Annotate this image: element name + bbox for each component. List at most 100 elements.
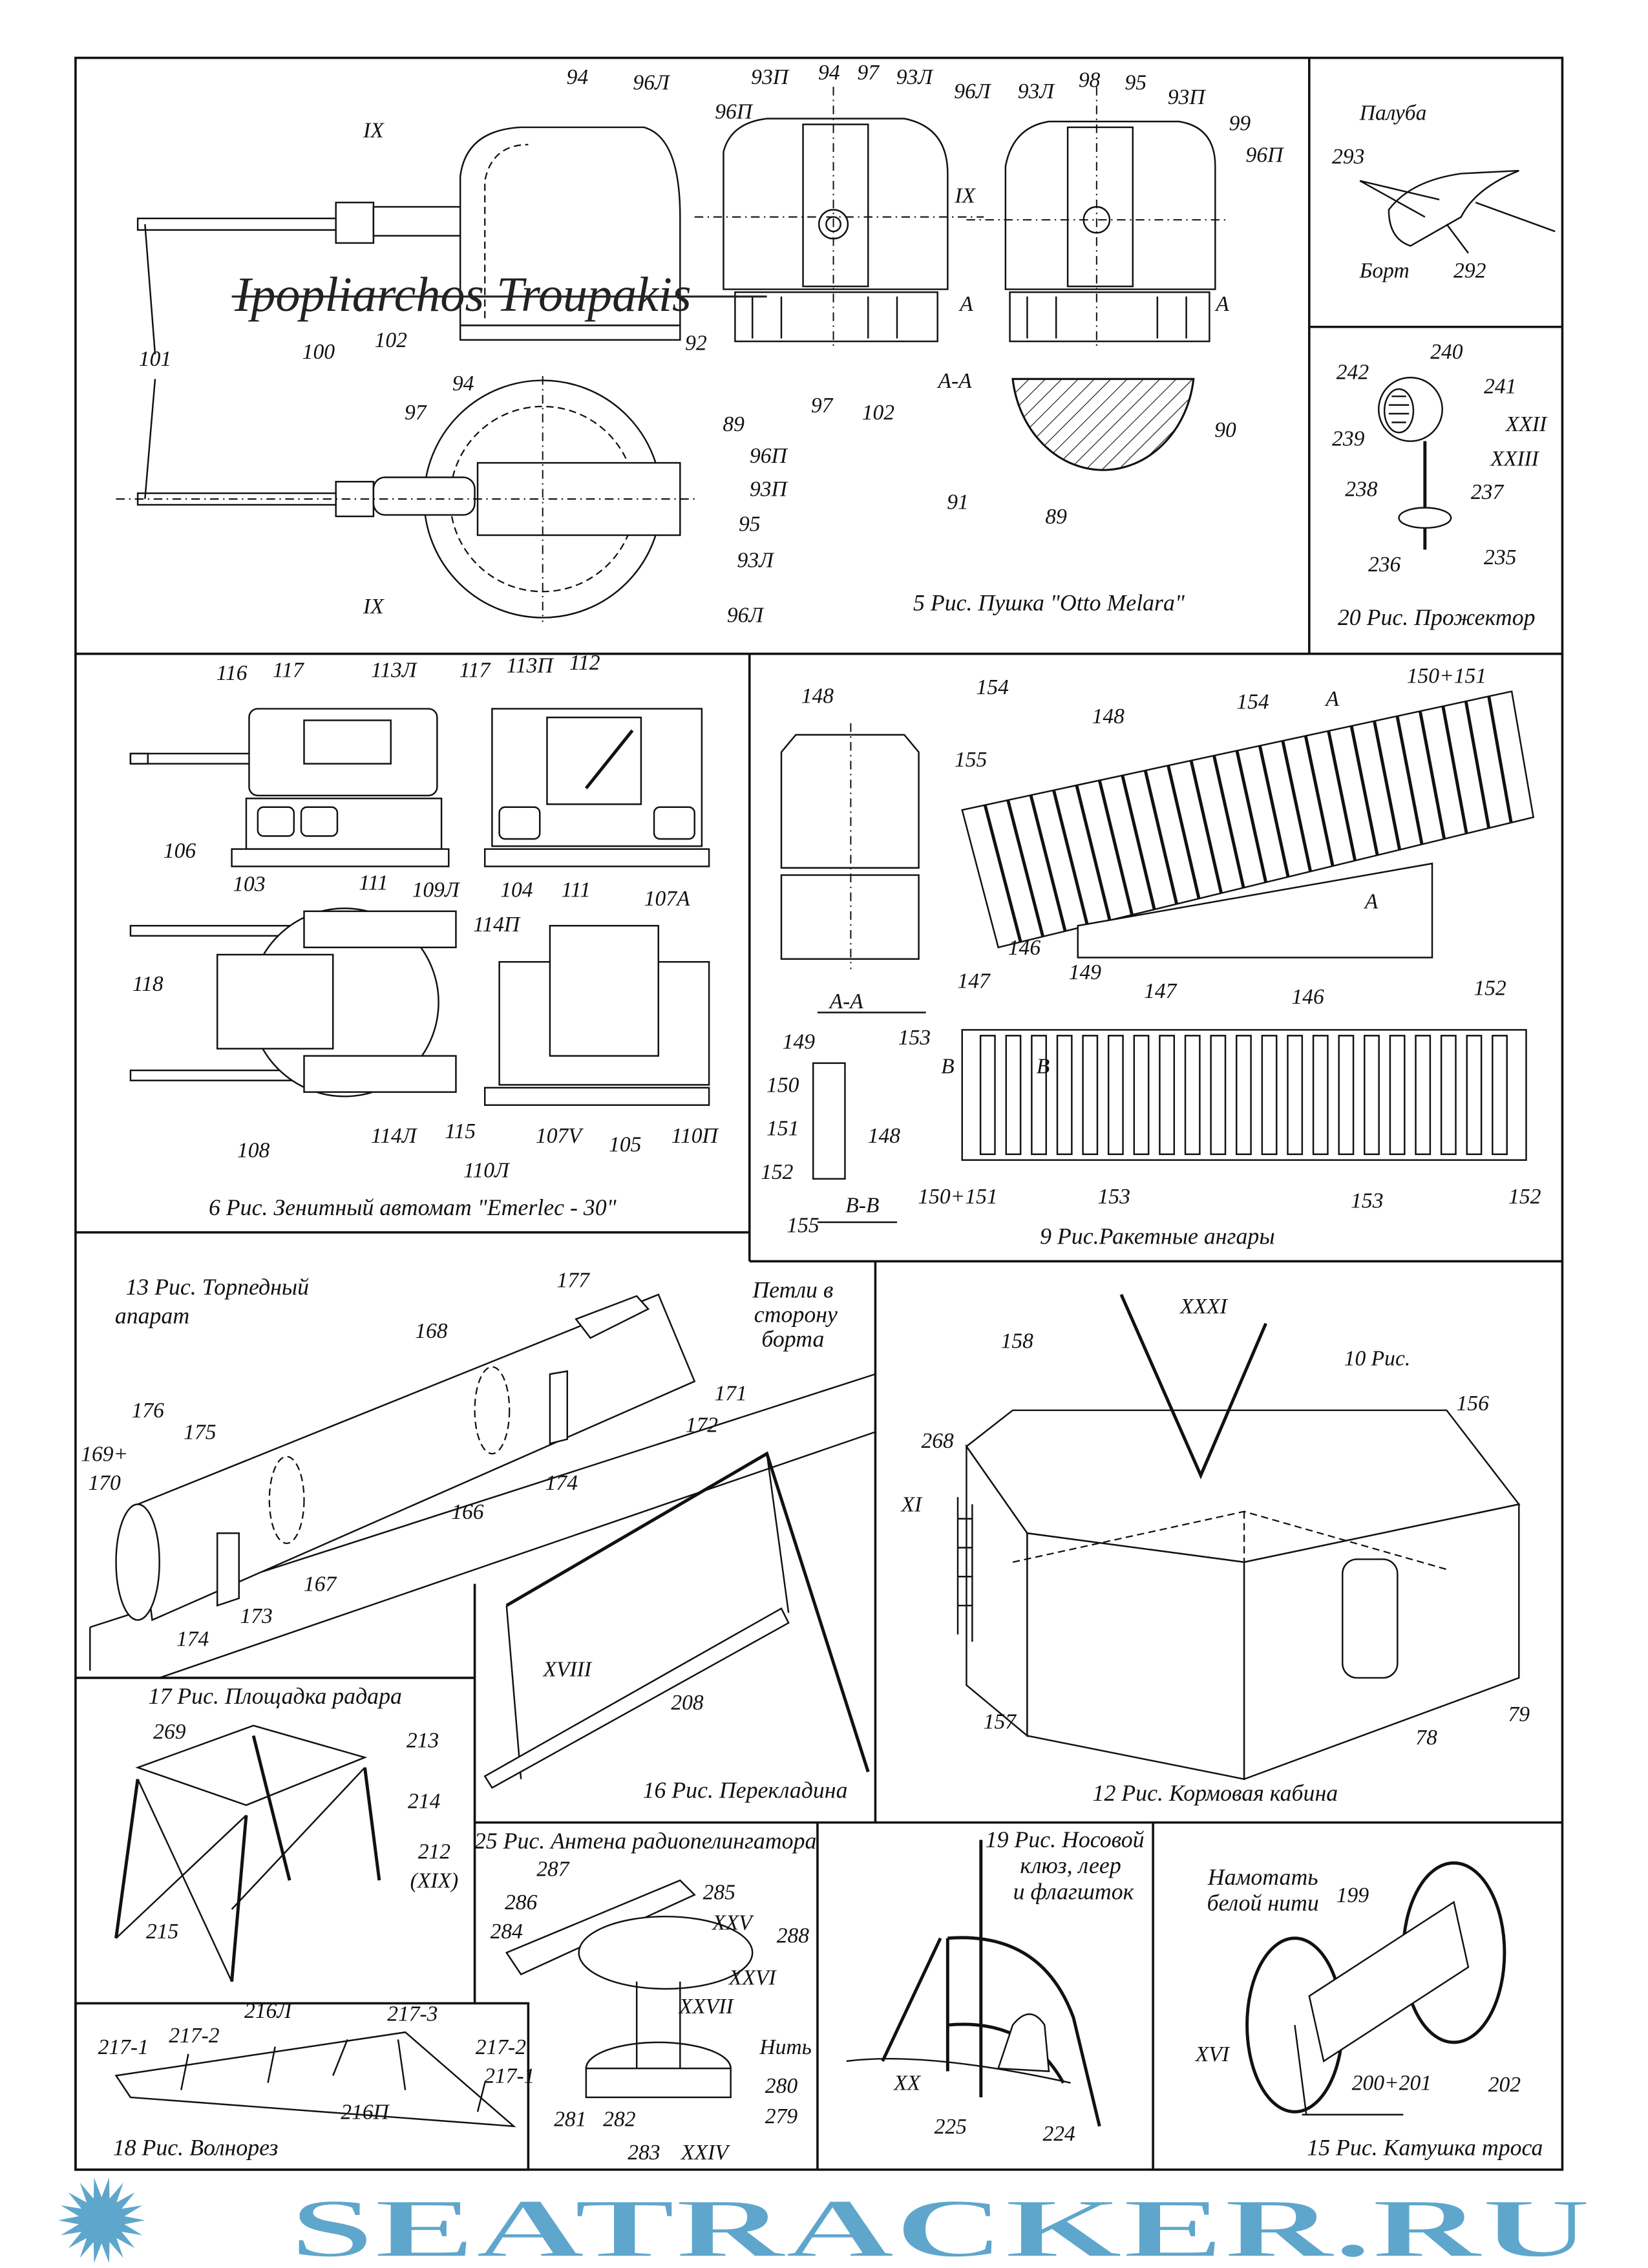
fig9-part-label: 155 xyxy=(955,748,987,772)
panel-frames xyxy=(74,56,1564,2171)
fig5-part-label: 93Л xyxy=(1018,79,1056,103)
fig9-part-label: A xyxy=(1324,687,1339,711)
fig5-part-label: IX xyxy=(954,184,976,207)
figure-caption: Петли в xyxy=(752,1277,833,1302)
fig18-part-label: 216П xyxy=(341,2100,390,2124)
fig6-part-label: 117 xyxy=(273,658,304,682)
hangar-cell xyxy=(1107,1035,1124,1156)
figure-caption: 12 Рис. Кормовая кабина xyxy=(1093,1780,1338,1806)
fig13-part-label: 175 xyxy=(184,1421,216,1445)
fig25-part-label: 280 xyxy=(765,2074,798,2098)
fig25-part-label: 288 xyxy=(777,1924,810,1947)
fig6-part-label: 107V xyxy=(536,1124,584,1148)
fig5-part-label: 96П xyxy=(715,100,754,124)
fig9-part-label: 152 xyxy=(1508,1185,1541,1209)
fig5-part-label: 94 xyxy=(567,65,589,89)
fig9-part-label: 148 xyxy=(868,1124,901,1148)
figure-caption: сторону xyxy=(754,1301,838,1327)
fig15-part-label: 200+201 xyxy=(1352,2072,1431,2095)
fig20-searchlight-drawing xyxy=(1377,376,1452,550)
fig20-part-label: 235 xyxy=(1484,546,1516,569)
fig9-part-label: 149 xyxy=(783,1030,816,1054)
fig12-part-label: 156 xyxy=(1457,1392,1490,1415)
fig5-part-label: 94 xyxy=(452,372,474,396)
hangar-cell xyxy=(1287,1035,1304,1156)
hangar-rung xyxy=(1121,775,1156,910)
fig5-part-label: 99 xyxy=(1229,111,1251,135)
hangar-cell xyxy=(979,1035,996,1156)
hangar-rung xyxy=(1097,779,1134,916)
fig5-part-label: 100 xyxy=(302,340,335,364)
fig5-part-label: 96Л xyxy=(954,79,992,103)
fig9-part-label: B xyxy=(1037,1055,1050,1079)
fig9-part-label: 150+151 xyxy=(918,1185,997,1209)
fig6-part-label: 104 xyxy=(500,878,533,902)
fig6-part-label: 108 xyxy=(237,1138,270,1162)
fig9-part-label: 155 xyxy=(787,1214,819,1238)
hangar-rung xyxy=(1189,760,1223,894)
figure-captions: 5 Рис. Пушка "Otto Melara"20 Рис. Прожек… xyxy=(113,589,1543,2160)
fig6-part-label: 115 xyxy=(445,1119,476,1143)
fig13-part-label: 174 xyxy=(545,1471,578,1495)
fig9-part-label: 146 xyxy=(1291,985,1324,1009)
fig25-part-label: 285 xyxy=(703,1880,735,1904)
hangar-rung xyxy=(1327,730,1357,862)
fig5-part-label: IX xyxy=(363,595,385,619)
fig13-part-label: 170 xyxy=(88,1471,121,1495)
fig13-torpedo-drawing xyxy=(89,1293,876,1679)
fig5-part-label: 91 xyxy=(947,491,969,514)
fig25-part-label: XXV xyxy=(711,1911,754,1934)
fig9-part-label: 153 xyxy=(1098,1185,1130,1209)
fig13-part-label: 174 xyxy=(176,1627,209,1651)
figure-caption: Намотать xyxy=(1207,1864,1318,1890)
figure-caption: и флагшток xyxy=(1013,1878,1134,1904)
fig13-part-label: 166 xyxy=(451,1500,484,1524)
title-overlay: Ipopliarchos Troupakis xyxy=(234,268,692,322)
figure-caption: 15 Рис. Катушка троса xyxy=(1307,2134,1543,2160)
hangar-rung xyxy=(1143,770,1179,905)
fig5-part-label: 90 xyxy=(1214,418,1236,442)
hangar-cell xyxy=(1159,1035,1176,1156)
fig9-part-label: A-A xyxy=(829,990,864,1013)
fig9-part-label: 149 xyxy=(1069,960,1102,984)
fig5-part-label: 101 xyxy=(139,347,171,371)
fig25-part-label: XXVI xyxy=(728,1966,777,1989)
figure-caption: белой нити xyxy=(1207,1890,1319,1916)
fig17-part-label: 214 xyxy=(408,1789,441,1813)
hangar-rung xyxy=(1075,785,1112,921)
fig5-part-label: A xyxy=(958,292,973,316)
fig19-part-label: XX xyxy=(893,2072,921,2095)
hangar-cell xyxy=(1415,1035,1431,1156)
fig6-part-label: 107А xyxy=(644,887,690,911)
fig6-part-label: 106 xyxy=(164,839,196,863)
fig18-part-label: 217-2 xyxy=(169,2024,219,2048)
fig13-part-label: 177 xyxy=(557,1269,591,1293)
hangar-rung xyxy=(1235,750,1268,883)
hangar-rung xyxy=(983,804,1022,943)
fig12-part-label: 157 xyxy=(984,1710,1017,1733)
watermark: SEATRACKER.RU xyxy=(58,2178,1592,2268)
fig6-part-label: 113П xyxy=(507,654,555,678)
hangar-rung xyxy=(1395,715,1424,845)
fig5-part-label: 93П xyxy=(1168,85,1207,109)
watermark-text: SEATRACKER.RU xyxy=(290,2182,1591,2268)
fig16-part-label: 208 xyxy=(671,1691,704,1715)
fig20-part-label: XXII xyxy=(1505,412,1548,436)
hangar-rung xyxy=(1029,794,1067,932)
figure-caption: борта xyxy=(761,1326,824,1351)
fig18-part-label: 217-1 xyxy=(484,2064,534,2088)
hangar-cell xyxy=(1005,1035,1022,1156)
fig13-part-label: 176 xyxy=(132,1399,165,1423)
fig16-crossbar-drawing xyxy=(483,1451,870,1789)
hangar-cell xyxy=(1082,1035,1099,1156)
fig25-part-label: 286 xyxy=(505,1891,538,1914)
fig13-part-label: 173 xyxy=(240,1604,272,1628)
figure-caption: клюз, леер xyxy=(1020,1852,1121,1878)
fig20-part-label: 238 xyxy=(1345,478,1378,502)
fig9-part-label: 152 xyxy=(1474,977,1506,1001)
fig12-part-label: XXXI xyxy=(1179,1295,1228,1319)
fig5-part-label: 94 xyxy=(818,61,840,85)
fig18-part-label: 216Л xyxy=(244,1999,293,2023)
fig20-part-label: 242 xyxy=(1336,360,1369,384)
